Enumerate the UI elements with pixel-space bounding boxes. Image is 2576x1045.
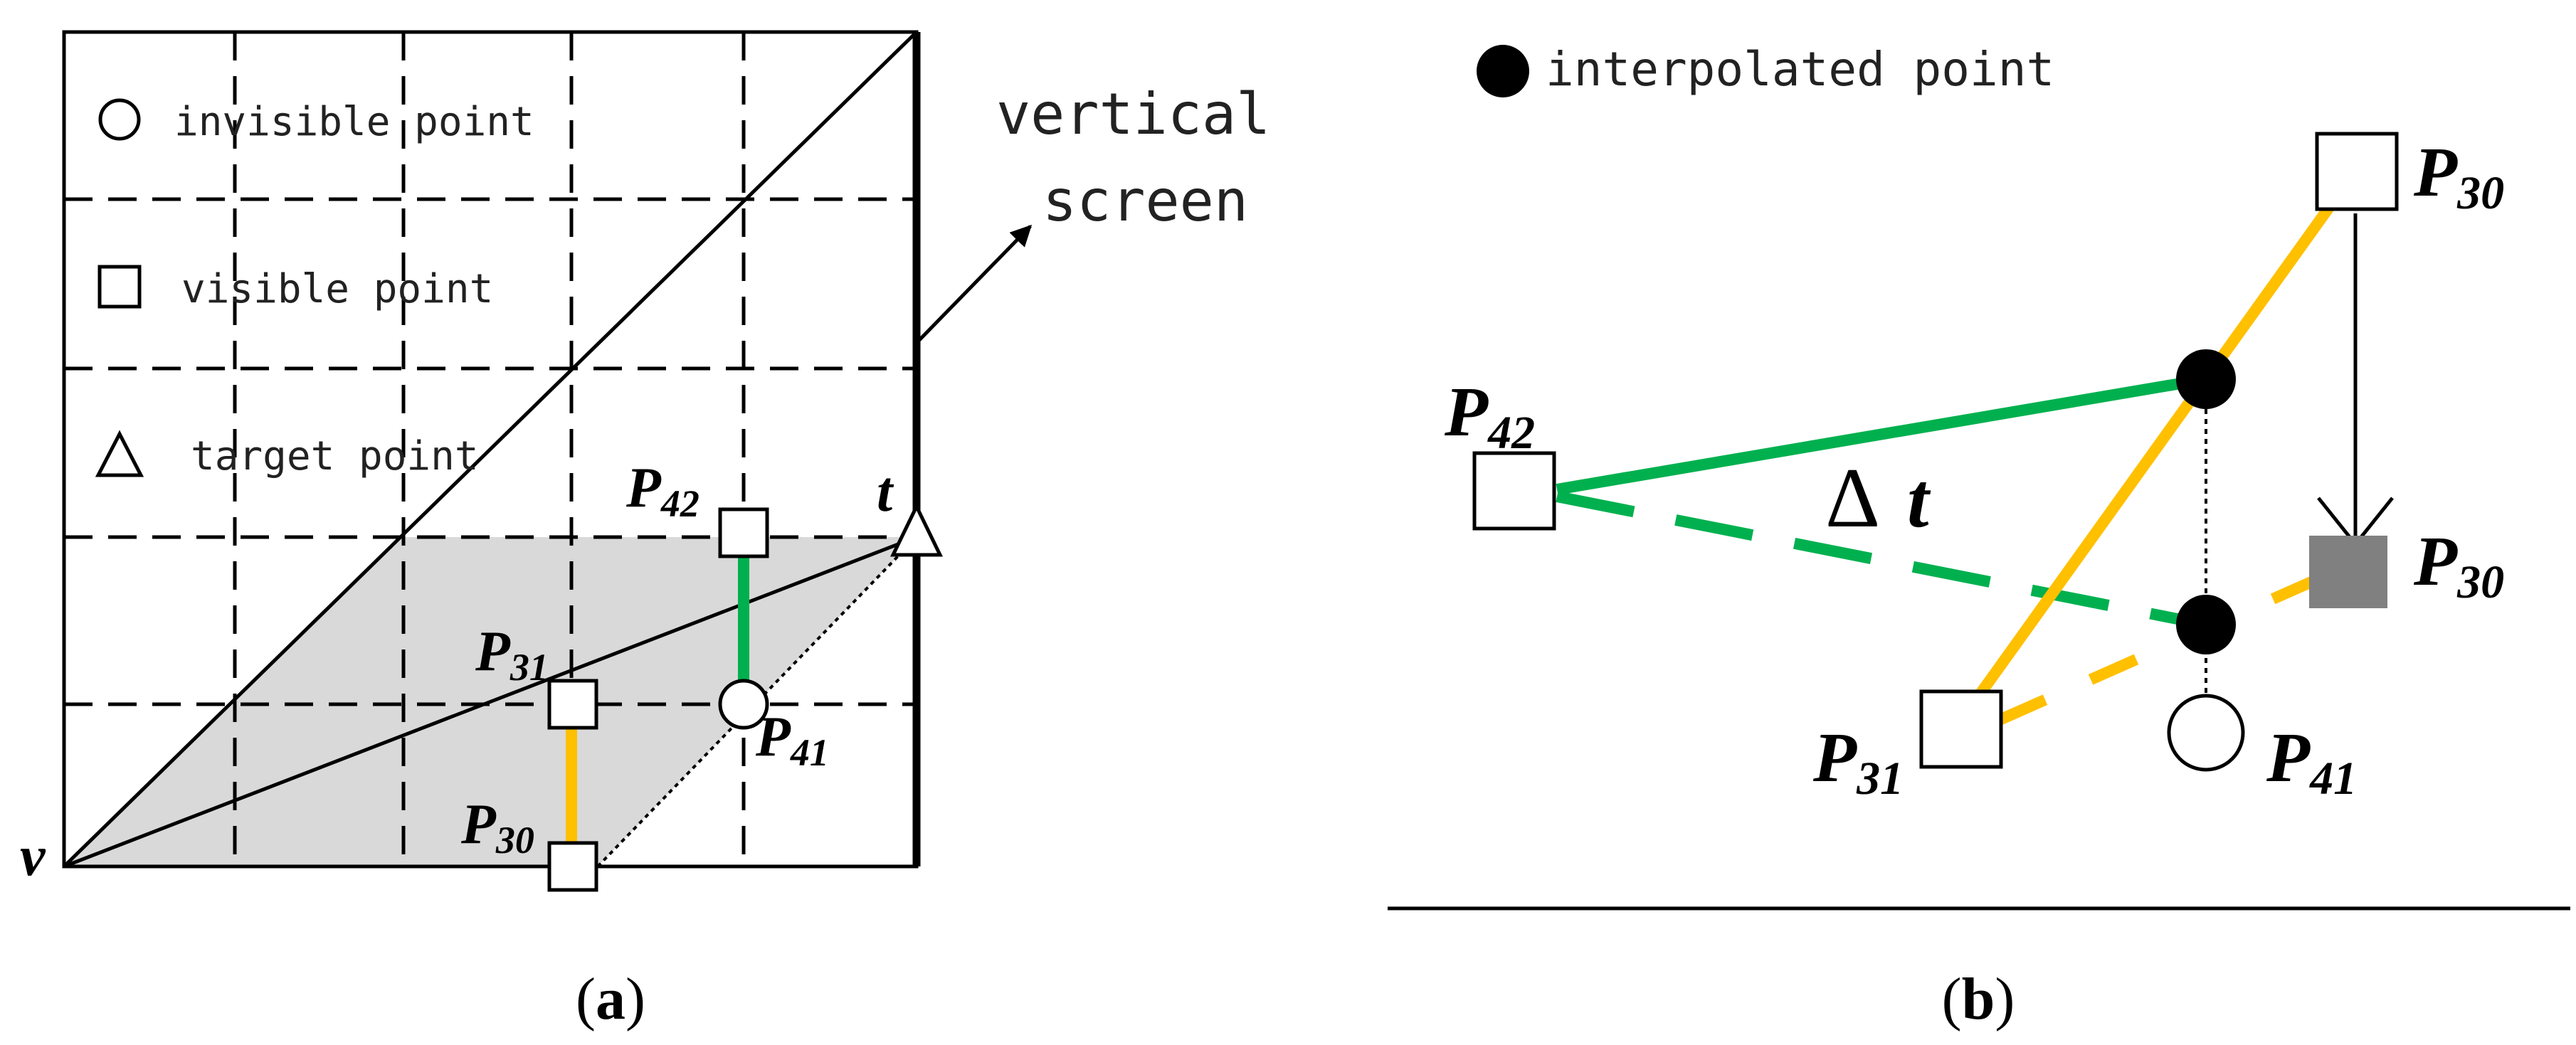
p31-square [547, 679, 598, 730]
green-solid-b [1556, 373, 2207, 495]
label-t: t [877, 461, 894, 524]
label-p30-a-base: P [460, 793, 497, 856]
label-p30-top-b: P30 [2413, 132, 2504, 219]
label-p30-moved-b-sub: 30 [2456, 556, 2504, 608]
caption-b: (b) [1942, 966, 2015, 1032]
label-p31-a-sub: 31 [510, 646, 549, 689]
p31-square-b [1919, 689, 2003, 769]
label-p42-b-sub: 42 [1487, 407, 1535, 459]
line-v-t [63, 535, 917, 869]
interpolated-point-bottom [2176, 595, 2236, 654]
label-p30-top-b-sub: 30 [2456, 167, 2504, 219]
legend-visible-label: visible point [181, 266, 493, 312]
interpolated-point-top [2176, 349, 2236, 409]
legend-target-label: target point [191, 433, 479, 479]
screen-arrow [915, 224, 1033, 344]
legend-interpolated-icon [1477, 45, 1529, 97]
label-p30-moved-b-base: P [2413, 521, 2458, 600]
label-p41-a-sub: 41 [790, 731, 829, 774]
delta-var: t [1907, 457, 1931, 543]
caption-a-close: ) [625, 966, 645, 1032]
caption-a: (a) [576, 966, 645, 1032]
label-p41-b: P41 [2266, 718, 2357, 805]
legend-invisible-icon [98, 98, 141, 141]
legend-target-icon [95, 430, 144, 477]
caption-a-open: ( [576, 966, 596, 1032]
label-p30-a-sub: 30 [495, 819, 534, 861]
label-p30-top-b-base: P [2413, 132, 2458, 211]
panel-b: interpolated point Δ t P42 P30 P30 P31 [1388, 42, 2570, 1032]
p42-square-b [1472, 451, 1556, 531]
legend-interpolated-label: interpolated point [1546, 42, 2054, 97]
label-p41-b-sub: 41 [2308, 753, 2357, 805]
orange-solid-b [1972, 167, 2360, 702]
label-p31-b: P31 [1812, 718, 1904, 805]
delta-symbol: Δ [1825, 450, 1880, 545]
label-p30-a: P30 [460, 793, 534, 861]
p41-circle-b [2167, 694, 2245, 772]
label-p42-a-sub: 42 [660, 482, 700, 525]
label-p31-b-base: P [1812, 718, 1857, 797]
legend-visible-icon [97, 265, 142, 309]
label-p41-a: P41 [755, 706, 829, 774]
caption-b-open: ( [1942, 966, 1962, 1032]
dashed-grid [64, 32, 917, 866]
screen-label-line1: vertical [996, 81, 1270, 147]
label-p42-a: P42 [625, 457, 700, 525]
caption-a-letter: a [596, 966, 625, 1032]
legend-invisible-label: invisible point [174, 99, 534, 145]
label-v: v [20, 825, 46, 888]
caption-b-letter: b [1962, 966, 1995, 1032]
label-p31-b-sub: 31 [1856, 753, 1904, 805]
green-dashed-b [1556, 491, 2207, 630]
p42-square [718, 507, 769, 558]
panel-a: invisible point visible point target poi… [20, 30, 1270, 1032]
p41-circle [718, 679, 769, 730]
caption-b-close: ) [1995, 966, 2015, 1032]
label-p31-a-base: P [475, 620, 511, 683]
target-triangle [890, 502, 943, 557]
diagonal-v-top [63, 31, 918, 868]
label-p42-a-base: P [625, 457, 662, 519]
label-p42-b-base: P [1444, 372, 1489, 451]
label-p41-a-base: P [755, 706, 791, 768]
label-p41-b-base: P [2266, 718, 2311, 797]
p30-moved-square [2309, 536, 2387, 608]
p30-square [547, 841, 598, 892]
label-p31-a: P31 [475, 620, 549, 689]
p30-top-square [2315, 132, 2399, 211]
label-p42-b: P42 [1444, 372, 1535, 459]
screen-label-line2: screen [1042, 168, 1248, 234]
label-p30-moved-b: P30 [2413, 521, 2504, 608]
